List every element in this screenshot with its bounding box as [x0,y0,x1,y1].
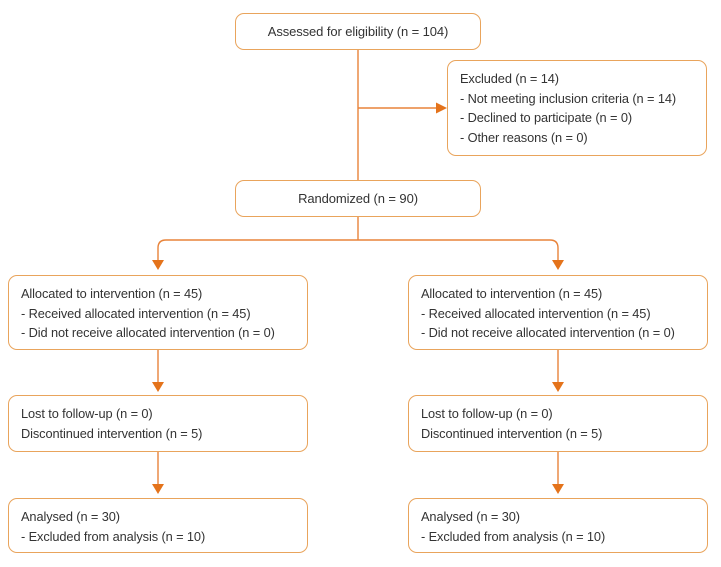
followup-left-box: Lost to follow-up (n = 0) Discontinued i… [8,395,308,452]
followup-line: Discontinued intervention (n = 5) [21,425,203,441]
arrow-to-excluded [358,102,447,114]
allocated-title: Allocated to intervention (n = 45) [421,286,603,301]
excluded-item: - Declined to participate (n = 0) [460,110,633,125]
followup-right-box: Lost to follow-up (n = 0) Discontinued i… [408,395,708,452]
branch-to-arms [152,239,564,270]
allocated-right-box: Allocated to intervention (n = 45) - Rec… [408,275,708,350]
arrow-followup-to-analysed-left [152,452,164,494]
analysed-right-box: Analysed (n = 30) - Excluded from analys… [408,498,708,553]
allocated-item: - Received allocated intervention (n = 4… [21,305,251,321]
assessed-box: Assessed for eligibility (n = 104) [235,13,481,50]
excluded-item: - Other reasons (n = 0) [460,129,588,145]
allocated-title: Allocated to intervention (n = 45) [21,286,203,301]
arrow-allocated-to-followup-right [552,350,564,392]
analysed-line: - Excluded from analysis (n = 10) [421,528,606,544]
allocated-item: - Received allocated intervention (n = 4… [421,305,651,321]
followup-line: Discontinued intervention (n = 5) [421,425,603,441]
arrow-allocated-to-followup-left [152,350,164,392]
allocated-left-box: Allocated to intervention (n = 45) - Rec… [8,275,308,350]
excluded-item: - Not meeting inclusion criteria (n = 14… [460,90,677,106]
allocated-item: - Did not receive allocated intervention… [421,325,675,340]
randomized-box: Randomized (n = 90) [235,180,481,217]
analysed-left-box: Analysed (n = 30) - Excluded from analys… [8,498,308,553]
analysed-line: - Excluded from analysis (n = 10) [21,528,206,544]
excluded-title: Excluded (n = 14) [460,71,559,86]
allocated-item: - Did not receive allocated intervention… [21,325,275,340]
analysed-line: Analysed (n = 30) [421,509,520,524]
randomized-label: Randomized (n = 90) [298,191,418,206]
arrow-followup-to-analysed-right [552,452,564,494]
followup-line: Lost to follow-up (n = 0) [421,406,553,421]
assessed-label: Assessed for eligibility (n = 104) [267,24,449,39]
analysed-line: Analysed (n = 30) [21,509,120,524]
excluded-box: Excluded (n = 14) - Not meeting inclusio… [447,60,707,156]
followup-line: Lost to follow-up (n = 0) [21,406,153,421]
